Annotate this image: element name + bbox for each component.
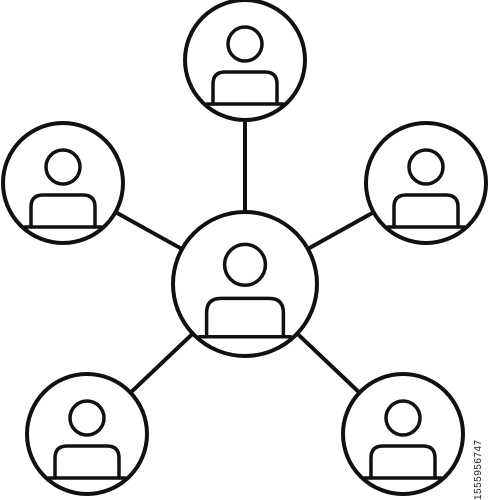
stock-image-id: 1555956747 [473,439,484,500]
user-avatar-icon-head [407,148,445,186]
user-avatar-icon-body [29,193,97,229]
user-avatar-icon-head [68,399,106,437]
user-avatar-icon-body [211,70,279,106]
user-avatar-icon-head [44,148,82,186]
user-avatar-icon-body [204,296,286,339]
user-avatar-icon-head [222,242,268,287]
user-avatar-icon-head [384,399,422,437]
connection-line-hub-lower-left [128,331,195,395]
user-node-hub [171,210,319,358]
connection-line-hub-upper-left [113,210,185,252]
user-node-top [183,0,307,122]
connection-line-hub-lower-right [295,331,362,395]
user-avatar-icon-body [392,193,460,229]
user-node-lower-right [341,372,465,496]
connection-lines [113,118,376,395]
user-avatar-icon-body [53,444,121,480]
user-node-upper-left [1,121,125,245]
user-avatar-icon-head [226,25,264,63]
user-node-upper-right [364,121,488,245]
connection-line-hub-upper-right [305,210,376,251]
user-node-lower-left [25,372,149,496]
user-avatar-icon-body [369,444,437,480]
